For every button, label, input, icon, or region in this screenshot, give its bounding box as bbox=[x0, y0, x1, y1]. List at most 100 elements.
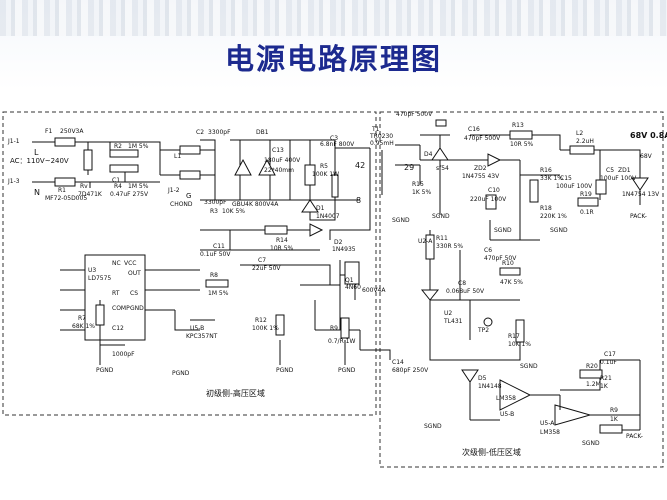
tl431-symbol bbox=[420, 289, 440, 301]
c14-ref: C14 bbox=[392, 359, 404, 366]
d5-part: 1N4148 bbox=[478, 383, 502, 390]
c7-ref: C7 bbox=[258, 257, 266, 264]
capacitor-c10-symbol bbox=[485, 194, 497, 210]
r17-value: 10K 1% bbox=[508, 341, 531, 348]
d4-value: sf54 bbox=[436, 165, 449, 172]
u3-pin-out: OUT bbox=[128, 270, 141, 277]
u2a-label: U2-A bbox=[418, 238, 433, 245]
lm358-a-label: LM358 bbox=[496, 395, 516, 402]
r16-value: 33K 1% bbox=[540, 175, 563, 182]
r2-value: 1M 5% bbox=[128, 143, 149, 150]
r5-value: 100K 1W bbox=[312, 171, 339, 178]
pgnd-label-3: PGND bbox=[276, 367, 294, 374]
r12-value: 100K 1% bbox=[252, 325, 279, 332]
sgnd-label-2: SGND bbox=[432, 213, 450, 220]
ac-input-label: AC：110V~240V bbox=[10, 157, 69, 165]
pack-minus-label-1: PACK- bbox=[630, 213, 647, 220]
d4-ref: D4 bbox=[424, 151, 433, 158]
resistor-r13-symbol bbox=[509, 130, 533, 140]
c9-value: 470pF 500V bbox=[396, 111, 433, 118]
c6-ref: C6 bbox=[484, 247, 492, 254]
u5a-label: U5-A bbox=[540, 420, 555, 427]
u3-pin-rt: RT bbox=[112, 290, 120, 297]
inductor-l1-symbol bbox=[179, 145, 201, 155]
c11-ref: C11 bbox=[213, 243, 225, 250]
sgnd-label-1: SGND bbox=[392, 217, 410, 224]
r15-ref: R15 bbox=[412, 181, 424, 188]
resistor-r20-symbol bbox=[579, 369, 603, 379]
u2-part: TL431 bbox=[443, 318, 463, 325]
chond-label: CHOND bbox=[170, 201, 193, 208]
d2-ref: D2 bbox=[334, 239, 343, 246]
resistor-r14-symbol bbox=[264, 225, 288, 235]
c4-value: 3300pF bbox=[204, 199, 227, 206]
c6-value: 470pF 50V bbox=[484, 255, 517, 262]
thermistor-r1-symbol bbox=[54, 177, 76, 187]
c12-ref: C12 bbox=[112, 325, 124, 332]
q1-rating: 600V4A bbox=[362, 287, 386, 294]
r16-ref: R16 bbox=[540, 167, 552, 174]
l2-ref: L2 bbox=[576, 130, 583, 137]
d5-ref: D5 bbox=[478, 375, 487, 382]
u2-ref: U2 bbox=[444, 310, 452, 317]
pgnd-label-1: PGND bbox=[96, 367, 114, 374]
r9b-ref: R9 bbox=[610, 407, 618, 414]
t1-ref: T1 bbox=[371, 126, 380, 133]
d1-part: 1N4007 bbox=[316, 213, 340, 220]
resistor-r11-symbol bbox=[425, 234, 435, 260]
winding-8-label: 8 bbox=[356, 196, 361, 205]
inductor-l2-symbol bbox=[569, 145, 595, 155]
bridge-diode-1 bbox=[234, 158, 252, 176]
test-point-tp2 bbox=[483, 317, 493, 327]
c7-value: 22uF 50V bbox=[252, 265, 281, 272]
resistor-r16-symbol bbox=[529, 179, 539, 203]
capacitor-c9-symbol bbox=[435, 119, 447, 127]
r10-ref: R10 bbox=[502, 260, 514, 267]
c17-ref: C17 bbox=[604, 351, 616, 358]
components bbox=[54, 119, 649, 434]
r19-value: 0.1R bbox=[580, 209, 594, 216]
vout-label: 68V bbox=[640, 153, 653, 160]
u3-pin-gnd: GND bbox=[130, 305, 144, 312]
u3-ref: U3 bbox=[88, 267, 96, 274]
zd1-value: 1N4754 13V bbox=[622, 191, 660, 198]
u5b-ref: U5-B bbox=[190, 325, 204, 332]
r3-value: 10K 5% bbox=[222, 208, 245, 215]
resistor-r12-symbol bbox=[275, 314, 285, 336]
c5-ref: C5 bbox=[606, 167, 614, 174]
r8-ref: R8 bbox=[210, 272, 218, 279]
u3-pin-cs: CS bbox=[130, 290, 138, 297]
mosfet-q1-symbol bbox=[344, 261, 360, 285]
rv-value: 7D471K bbox=[78, 191, 103, 198]
secondary-region-label: 次级侧-低压区域 bbox=[462, 447, 521, 457]
header-texture bbox=[0, 0, 667, 36]
zener-zd1-symbol bbox=[631, 177, 649, 191]
c13-ref: C13 bbox=[272, 147, 284, 154]
r21-ref: R21 bbox=[600, 375, 612, 382]
secondary-region-border bbox=[379, 111, 664, 468]
j1-1-label: J1-1 bbox=[7, 138, 20, 145]
r11-value: 330R 5% bbox=[436, 243, 463, 250]
c3-ref: C3 bbox=[330, 135, 338, 142]
r12-ref: R12 bbox=[255, 317, 267, 324]
db1-ref: DB1 bbox=[256, 129, 269, 136]
c2-value: 3300pF bbox=[208, 129, 231, 136]
t1-inductance: 0.95mH bbox=[370, 140, 394, 147]
c3-value: 6.8nF 800V bbox=[320, 141, 355, 148]
resistor-r9-symbol bbox=[340, 317, 350, 339]
db1-part: GBU4K 800V4A bbox=[232, 201, 279, 208]
c5-value: 100uF 100V bbox=[600, 175, 637, 182]
r13-ref: R13 bbox=[512, 122, 524, 129]
sgnd-label-7: SGND bbox=[582, 440, 600, 447]
sgnd-label-4: SGND bbox=[550, 227, 568, 234]
r13-value: 10R 5% bbox=[510, 141, 534, 148]
zd2-value: 1N4755 43V bbox=[462, 173, 500, 180]
r4-ref: R4 bbox=[114, 183, 122, 190]
winding-29-label: 29 bbox=[404, 163, 414, 172]
r7-ref: R7 bbox=[78, 315, 86, 322]
diode-d1-symbol bbox=[301, 199, 319, 213]
r7-value: 68K 1% bbox=[72, 323, 95, 330]
resistor-r9b-symbol bbox=[599, 424, 623, 434]
r18-ref: R18 bbox=[540, 205, 552, 212]
